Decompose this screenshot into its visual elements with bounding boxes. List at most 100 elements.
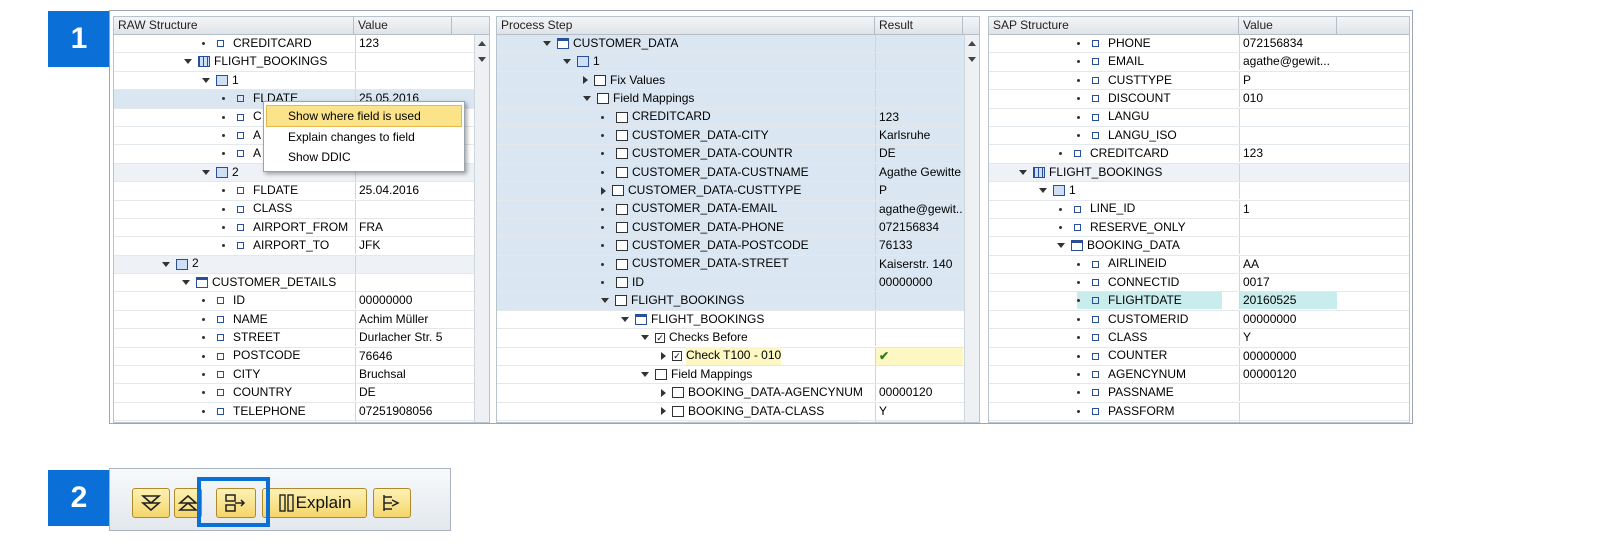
column-header-sap-structure[interactable]: SAP Structure bbox=[989, 17, 1239, 34]
tree-row[interactable]: CUSTOMER_DETAILS bbox=[114, 274, 489, 293]
collapse-arrow-icon[interactable] bbox=[182, 280, 190, 286]
leaf-bullet-icon[interactable] bbox=[601, 262, 604, 266]
column-header-value[interactable]: Value bbox=[1239, 17, 1337, 34]
tree-row[interactable]: ✓Checks Before bbox=[497, 329, 979, 348]
tree-row[interactable]: Field Mappings bbox=[497, 366, 979, 385]
tree-row[interactable]: FLIGHT_BOOKINGS bbox=[989, 163, 1409, 183]
tree-row[interactable]: LANGU_ISO bbox=[989, 126, 1409, 146]
tree-row[interactable]: 2 bbox=[114, 255, 489, 275]
tree-row[interactable]: FLIGHT_BOOKINGS bbox=[497, 310, 979, 330]
leaf-bullet-icon[interactable] bbox=[601, 207, 604, 211]
column-header-process-step[interactable]: Process Step bbox=[497, 17, 875, 34]
leaf-bullet-icon[interactable] bbox=[601, 152, 604, 156]
tree-row[interactable]: 1 bbox=[114, 71, 489, 91]
explain-button[interactable]: Explain bbox=[262, 488, 367, 518]
collapse-arrow-icon[interactable] bbox=[543, 41, 551, 46]
menu-item-show-ddic[interactable]: Show DDIC bbox=[288, 150, 351, 164]
menu-item-show-where-used[interactable]: Show where field is used bbox=[266, 105, 462, 127]
expand-arrow-icon[interactable] bbox=[583, 76, 588, 85]
collapse-arrow-icon[interactable] bbox=[601, 298, 609, 304]
leaf-bullet-icon[interactable] bbox=[601, 281, 604, 285]
collapse-arrow-icon[interactable] bbox=[1019, 169, 1027, 175]
tree-row[interactable]: Field Mappings bbox=[497, 90, 979, 109]
column-header-raw-structure[interactable]: RAW Structure bbox=[114, 17, 354, 34]
leaf-bullet-icon[interactable] bbox=[601, 225, 604, 229]
expand-arrow-icon[interactable] bbox=[661, 407, 666, 416]
field-mapping-button[interactable] bbox=[373, 488, 411, 518]
tree-row[interactable]: CLASS bbox=[114, 200, 489, 219]
tree-row[interactable]: 1 bbox=[989, 182, 1409, 201]
scrollbar[interactable] bbox=[474, 35, 489, 422]
collapse-arrow-icon[interactable] bbox=[1039, 188, 1047, 194]
leaf-bullet-icon[interactable] bbox=[601, 115, 604, 119]
tree-row[interactable]: Fix Values bbox=[497, 71, 979, 91]
tree-row[interactable]: FLIGHT_BOOKINGS bbox=[497, 292, 979, 311]
leaf-bullet-icon[interactable] bbox=[601, 244, 604, 248]
tree-row[interactable]: BOOKING_DATA bbox=[989, 237, 1409, 256]
tree-row[interactable]: 1 bbox=[497, 53, 979, 72]
tree-row[interactable]: LANGU bbox=[989, 108, 1409, 127]
menu-item-explain-changes[interactable]: Explain changes to field bbox=[288, 130, 415, 144]
expand-down-button[interactable] bbox=[132, 488, 170, 518]
tree-row[interactable]: RESERVE_ONLY bbox=[989, 218, 1409, 238]
collapse-arrow-icon[interactable] bbox=[641, 335, 649, 341]
tree-row[interactable]: PASSBIRTH00000000 bbox=[989, 421, 1409, 422]
tree-row[interactable]: PASSFORM bbox=[989, 402, 1409, 422]
scrollbar[interactable] bbox=[964, 35, 979, 422]
collapse-arrow-icon[interactable] bbox=[1057, 243, 1065, 249]
where-used-button[interactable] bbox=[216, 488, 256, 518]
collapse-arrow-icon[interactable] bbox=[184, 59, 192, 65]
tree-row[interactable]: FLIGHT_BOOKINGS bbox=[114, 53, 489, 72]
leaf-bullet-icon[interactable] bbox=[601, 170, 604, 174]
column-header-value[interactable]: Value bbox=[354, 17, 452, 34]
collapse-arrow-icon[interactable] bbox=[563, 59, 571, 65]
collapse-arrow-icon[interactable] bbox=[162, 261, 170, 267]
collapse-arrow-icon[interactable] bbox=[641, 372, 649, 378]
column-header-result[interactable]: Result bbox=[875, 17, 963, 34]
expand-arrow-icon[interactable] bbox=[661, 352, 666, 361]
expand-arrow-icon[interactable] bbox=[661, 388, 666, 397]
collapse-arrow-icon[interactable] bbox=[202, 169, 210, 175]
tree-row[interactable]: PASSNAME bbox=[989, 384, 1409, 403]
tree-row[interactable]: ✓Check T100 - 010✔ bbox=[497, 347, 979, 367]
